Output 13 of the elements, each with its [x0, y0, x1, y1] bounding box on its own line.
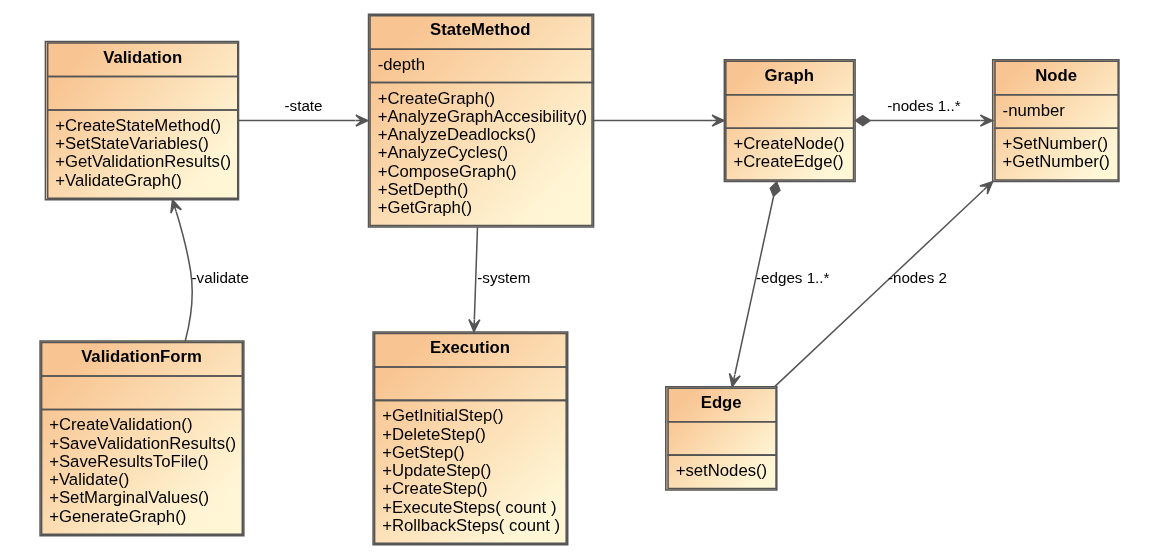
edge-label: -nodes 2 [887, 269, 947, 287]
edge-label: -edges 1..* [755, 269, 829, 287]
arrow [169, 199, 193, 342]
arrow [592, 114, 725, 127]
edge-label: -nodes 1..* [886, 97, 961, 115]
arrow [237, 114, 369, 127]
edge-label: -validate [191, 269, 249, 287]
arrow [773, 180, 993, 388]
arrow [853, 114, 993, 127]
arrow [467, 226, 481, 333]
edge-label: -system [476, 269, 530, 287]
arrow [728, 180, 781, 388]
edge-label: -state [284, 97, 323, 115]
